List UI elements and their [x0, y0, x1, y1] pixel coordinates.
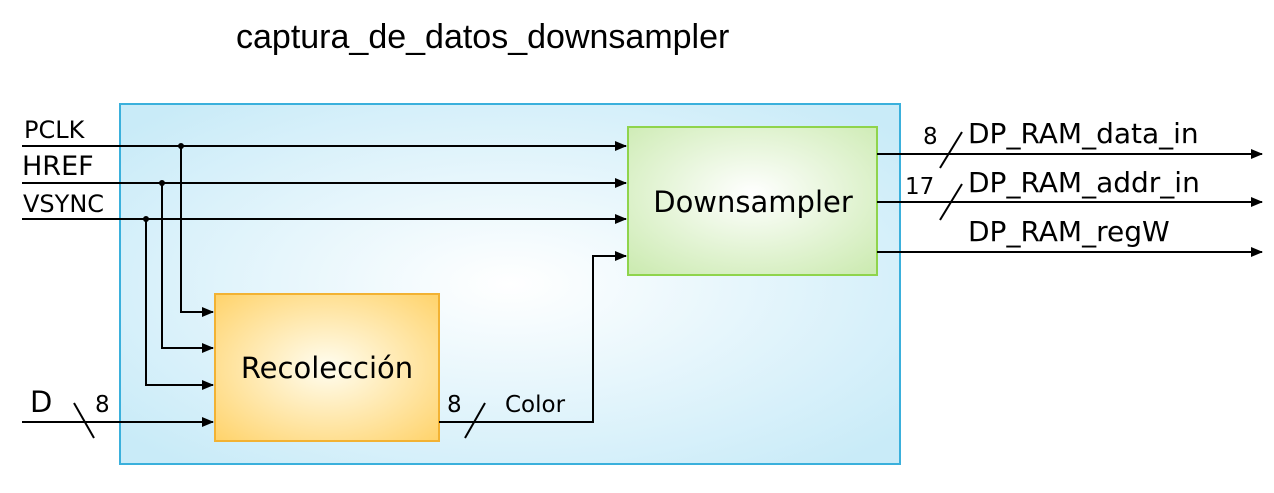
d-bus-slash — [73, 402, 95, 439]
addr-in-label: DP_RAM_addr_in — [968, 166, 1200, 199]
vsync-branch — [145, 219, 214, 390]
regw-label: DP_RAM_regW — [968, 215, 1170, 248]
data-in-bus-slash — [939, 131, 963, 169]
href-branch — [161, 183, 214, 353]
d-width-label: 8 — [95, 392, 110, 418]
data-in-width-label: 8 — [923, 124, 938, 150]
color-wire — [439, 251, 627, 423]
color-width-label: 8 — [447, 392, 462, 418]
d-label: D — [30, 385, 52, 419]
href-label: HREF — [22, 151, 94, 182]
pclk-branch — [180, 146, 214, 317]
recoleccion-label: Recolección — [241, 351, 413, 385]
diagram-title: captura_de_datos_downsampler — [236, 18, 729, 56]
recoleccion-block — [214, 293, 440, 442]
vsync-junction — [143, 216, 149, 222]
pclk-junction — [178, 143, 184, 149]
href-junction — [159, 180, 165, 186]
addr-in-width-label: 17 — [905, 174, 934, 200]
addr-in-bus-slash — [939, 183, 963, 221]
pclk-label: PCLK — [24, 116, 86, 144]
downsampler-label: Downsampler — [653, 185, 853, 219]
color-label: Color — [505, 392, 566, 418]
color-bus-slash — [464, 402, 486, 439]
downsampler-block — [627, 126, 878, 276]
vsync-label: VSYNC — [23, 190, 104, 218]
data-in-label: DP_RAM_data_in — [968, 117, 1199, 150]
